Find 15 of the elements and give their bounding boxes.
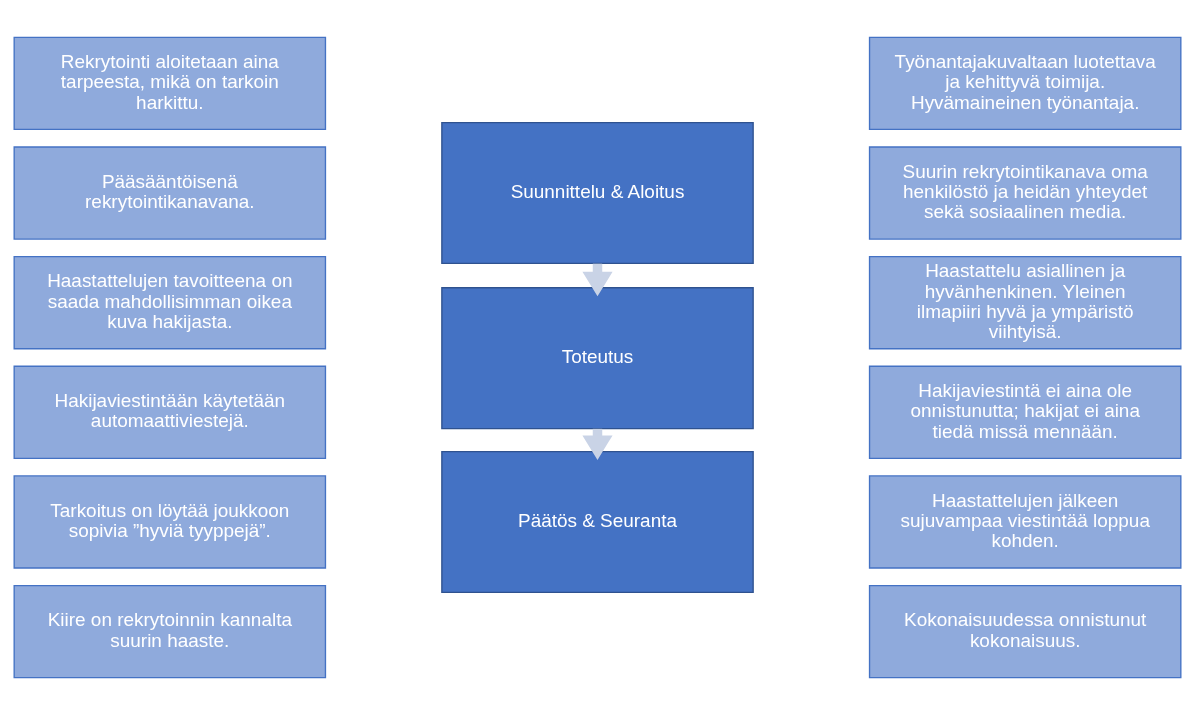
node-box: Haastattelujen jälkeen sujuvampaa viestintää loppua kohden. <box>868 474 1182 569</box>
node-box: Toteutus <box>441 286 754 429</box>
node-box: Tarkoitus on löytää joukkoon sopivia ”hyviä tyyppejä”. <box>13 474 327 569</box>
node-box: Rekrytointi aloitetaan aina tarpeesta, mikä on tarkoin harkittu. <box>13 36 327 130</box>
node-box: Suunnittelu & Aloitus <box>441 121 754 264</box>
node-box: Haastattelujen tavoitteena on saada mahdollisimman oikea kuva hakijasta. <box>13 255 327 349</box>
node-box: Pääsääntöisenä rekrytointikanavana. <box>13 145 327 240</box>
node-box: Työnantajakuvaltaan luotettava ja kehittyvä toimija. Hyvämaineinen työnantaja. <box>868 36 1182 130</box>
node-box: Päätös & Seuranta <box>441 450 754 593</box>
node-box: Hakijaviestintään käytetään automaattiviestejä. <box>13 365 327 459</box>
node-box: Kokonaisuudessa onnistunut kokonaisuus. <box>868 584 1182 678</box>
node-box: Suurin rekrytointikanava oma henkilöstö ja heidän yhteydet sekä sosiaalinen media. <box>868 145 1182 240</box>
node-box: Hakijaviestintä ei aina ole onnistunutta; hakijat ei aina tiedä missä mennään. <box>868 365 1182 459</box>
node-box: Haastattelu asiallinen ja hyvänhenkinen. Yleinen ilmapiiri hyvä ja ympäristö viihtyisä. <box>868 255 1182 349</box>
node-box: Kiire on rekrytoinnin kannalta suurin haaste. <box>13 584 327 678</box>
